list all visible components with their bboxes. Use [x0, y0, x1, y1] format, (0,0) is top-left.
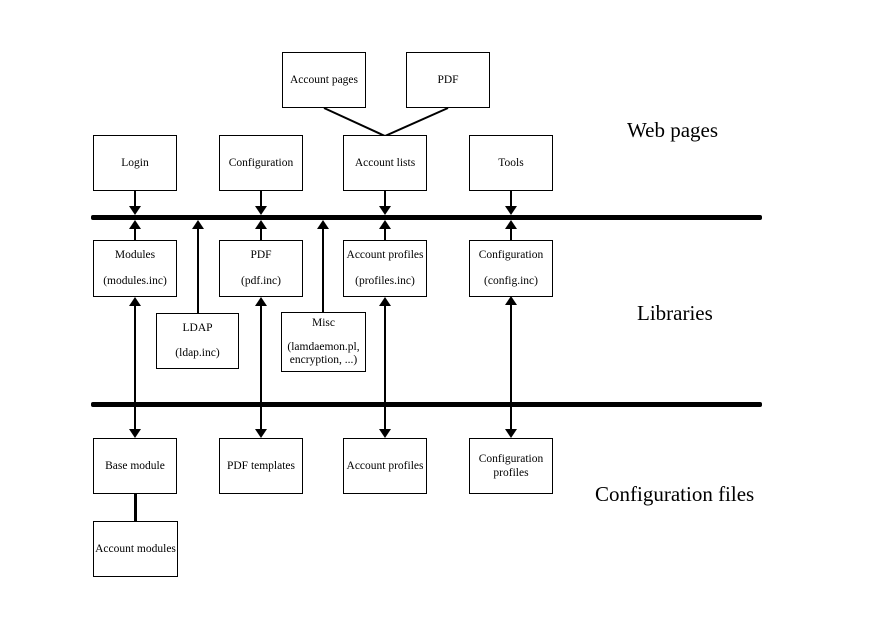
arrow-configuration-to-line-shaft: [260, 191, 262, 207]
node-account-profiles-file-label: Account profiles: [346, 459, 424, 472]
node-account-modules-label: Account modules: [95, 542, 176, 555]
arrow-login-to-line-head-icon: [129, 206, 141, 215]
node-misc-lib: Misc (lamdaemon.pl, encryption, ...): [281, 312, 366, 372]
node-configuration-lib-title: Configuration: [478, 249, 544, 261]
node-misc-lib-title: Misc: [312, 317, 335, 329]
node-base-module: Base module: [93, 438, 177, 494]
node-configuration-profiles-file-label: Configuration profiles: [478, 453, 544, 479]
arrow-modules-to-line-shaft: [134, 228, 136, 240]
node-account-profiles-lib-title: Account profiles: [346, 249, 424, 261]
arrow-profileslib-to-line-shaft: [384, 228, 386, 240]
node-configuration-profiles-file: Configuration profiles: [469, 438, 553, 494]
arrow-profileslib-profiles-up-head-icon: [379, 297, 391, 306]
arrow-ldap-to-line-head-icon: [192, 220, 204, 229]
arrow-configlib-to-line-shaft: [510, 228, 512, 240]
arrow-profileslib-to-line-head-icon: [379, 220, 391, 229]
node-login: Login: [93, 135, 177, 191]
arrow-pdflib-templates-down-head-icon: [255, 429, 267, 438]
node-account-lists-label: Account lists: [354, 156, 416, 169]
node-misc-lib-subtitle-line2: encryption, ...): [289, 354, 358, 366]
node-account-lists: Account lists: [343, 135, 427, 191]
node-misc-lib-subtitle-line1: (lamdaemon.pl,: [287, 341, 360, 353]
arrow-modules-base-down-head-icon: [129, 429, 141, 438]
layer-divider-web-libraries: [91, 215, 762, 220]
node-pdf-lib-subtitle: (pdf.inc): [241, 275, 281, 287]
arrow-profileslib-profiles-shaft: [384, 305, 386, 430]
arrow-modules-base-shaft: [134, 305, 136, 430]
arrow-tools-to-line-shaft: [510, 191, 512, 207]
node-account-profiles-lib-subtitle: (profiles.inc): [355, 275, 415, 287]
arrow-configlib-configprofiles-shaft: [510, 304, 512, 430]
arrow-tools-to-line-head-icon: [505, 206, 517, 215]
connector-base-account-modules: [134, 494, 137, 521]
node-ldap-lib-subtitle: (ldap.inc): [175, 347, 220, 359]
arrow-account-lists-to-line-head-icon: [379, 206, 391, 215]
node-misc-lib-subtitle: (lamdaemon.pl, encryption, ...): [287, 341, 359, 367]
node-account-pages: Account pages: [282, 52, 366, 108]
arrow-pdflib-templates-up-head-icon: [255, 297, 267, 306]
node-tools-label: Tools: [498, 156, 524, 169]
node-account-pages-label: Account pages: [289, 73, 359, 86]
node-account-modules: Account modules: [93, 521, 178, 577]
node-configuration-page-label: Configuration: [228, 156, 294, 169]
arrow-pdflib-templates-shaft: [260, 305, 262, 430]
node-pdf-lib: PDF (pdf.inc): [219, 240, 303, 297]
node-tools: Tools: [469, 135, 553, 191]
node-account-profiles-lib: Account profiles (profiles.inc): [343, 240, 427, 297]
arrow-configlib-configprofiles-down-head-icon: [505, 429, 517, 438]
node-modules-lib-subtitle: (modules.inc): [103, 275, 167, 287]
node-pdf-page: PDF: [406, 52, 490, 108]
node-account-profiles-file: Account profiles: [343, 438, 427, 494]
node-configuration-lib: Configuration (config.inc): [469, 240, 553, 297]
section-label-configuration-files: Configuration files: [595, 482, 755, 506]
node-ldap-lib: LDAP (ldap.inc): [156, 313, 239, 369]
arrow-configlib-configprofiles-up-head-icon: [505, 296, 517, 305]
arrow-misc-to-line-head-icon: [317, 220, 329, 229]
node-configuration-page: Configuration: [219, 135, 303, 191]
node-modules-lib: Modules (modules.inc): [93, 240, 177, 297]
node-pdf-templates-label: PDF templates: [226, 459, 296, 472]
node-base-module-label: Base module: [105, 459, 165, 472]
arrow-pdflib-to-line-head-icon: [255, 220, 267, 229]
arrow-misc-to-line-shaft: [322, 228, 324, 312]
node-configuration-lib-subtitle: (config.inc): [484, 275, 538, 287]
node-pdf-lib-title: PDF: [250, 249, 272, 261]
arrow-configlib-to-line-head-icon: [505, 220, 517, 229]
node-modules-lib-title: Modules: [114, 249, 156, 261]
arrow-profileslib-profiles-down-head-icon: [379, 429, 391, 438]
section-label-libraries: Libraries: [637, 301, 713, 325]
layer-divider-libraries-config: [91, 402, 762, 407]
arrow-account-lists-to-line-shaft: [384, 191, 386, 207]
node-pdf-page-label: PDF: [437, 73, 459, 86]
section-label-web-pages: Web pages: [627, 118, 719, 142]
arrow-login-to-line-shaft: [134, 191, 136, 207]
node-ldap-lib-title: LDAP: [182, 322, 213, 334]
arrow-ldap-to-line-shaft: [197, 228, 199, 313]
arrow-pdflib-to-line-shaft: [260, 228, 262, 240]
arrow-modules-base-up-head-icon: [129, 297, 141, 306]
node-login-label: Login: [121, 156, 149, 169]
arrow-modules-to-line-head-icon: [129, 220, 141, 229]
arrow-configuration-to-line-head-icon: [255, 206, 267, 215]
node-pdf-templates: PDF templates: [219, 438, 303, 494]
